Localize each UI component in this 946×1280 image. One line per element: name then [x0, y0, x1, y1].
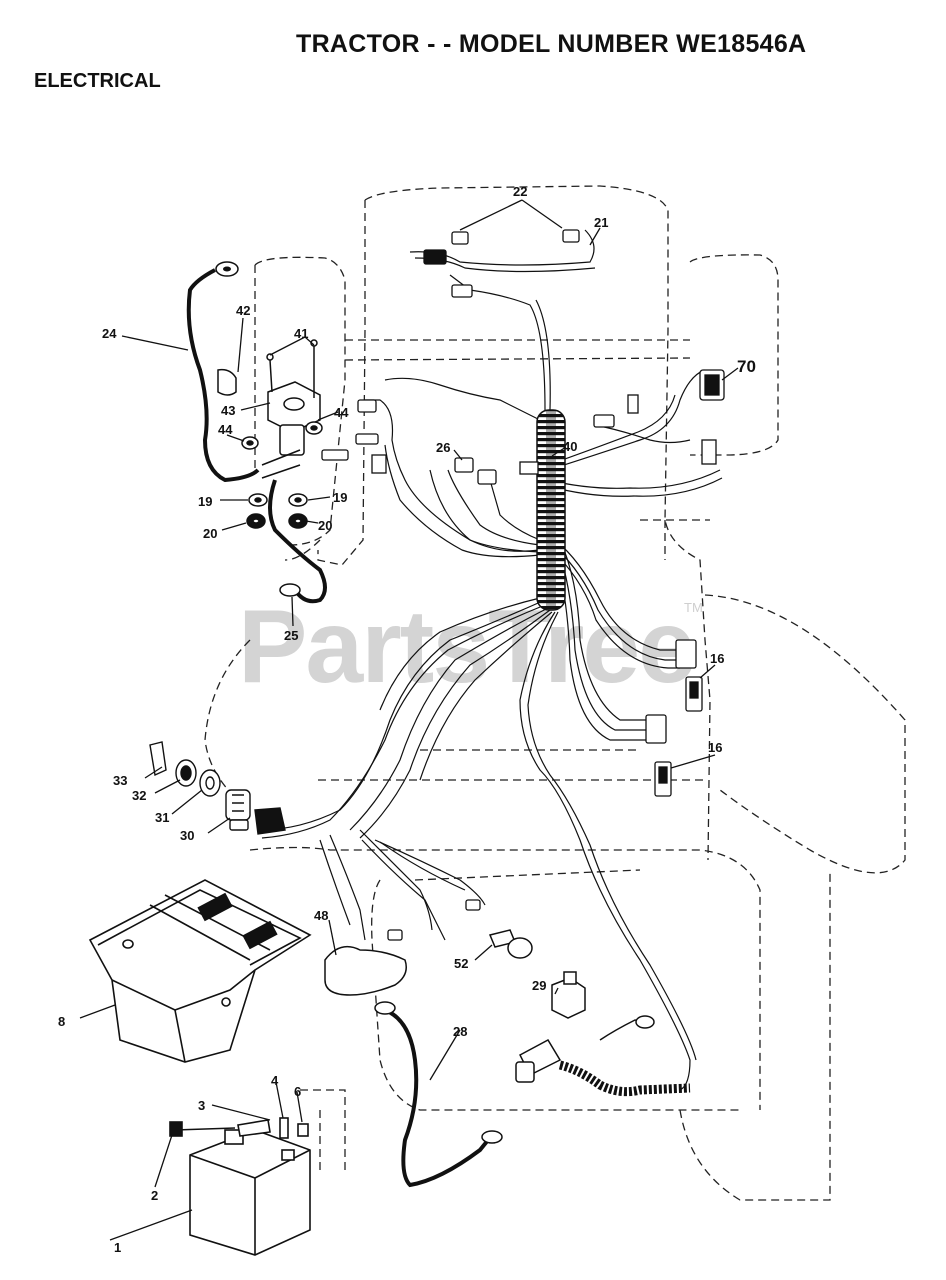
wiring-harness	[259, 229, 723, 1091]
harness-coil-shade	[546, 410, 556, 610]
callout-29: 29	[532, 978, 546, 993]
callout-40: 40	[563, 439, 577, 454]
connectors	[321, 229, 725, 941]
callout-19b: 19	[333, 490, 347, 505]
callout-43: 43	[221, 403, 235, 418]
callout-labels: 1 2 3 4 6 8 16 16 19 19 20 20 21 22 24 2…	[58, 184, 756, 1255]
cable-28	[374, 1001, 503, 1188]
callout-6: 6	[294, 1084, 301, 1099]
leader-lines	[79, 199, 739, 1241]
harness-coil-40	[536, 409, 566, 611]
callout-20a: 20	[203, 526, 217, 541]
ground-cable-24	[186, 261, 260, 483]
callout-28: 28	[453, 1024, 467, 1039]
tractor-outline	[204, 185, 906, 1201]
callout-22: 22	[513, 184, 527, 199]
callout-31: 31	[155, 810, 169, 825]
watermark: PartsTree	[238, 589, 696, 705]
callout-33: 33	[113, 773, 127, 788]
misc-parts	[324, 929, 655, 1083]
callout-19a: 19	[198, 494, 212, 509]
callout-44b: 44	[334, 405, 349, 420]
callout-2: 2	[151, 1188, 158, 1203]
section-title: ELECTRICAL	[34, 70, 161, 92]
callout-44a: 44	[218, 422, 233, 437]
callout-26: 26	[436, 440, 450, 455]
callout-32: 32	[132, 788, 146, 803]
battery-1	[169, 1117, 311, 1256]
callout-24: 24	[102, 326, 117, 341]
coil-cord	[558, 1060, 691, 1097]
cable-25	[268, 479, 327, 604]
callout-52: 52	[454, 956, 468, 971]
callout-48: 48	[314, 908, 328, 923]
callout-30: 30	[180, 828, 194, 843]
callout-3: 3	[198, 1098, 205, 1113]
callout-21: 21	[594, 215, 608, 230]
callout-4: 4	[271, 1073, 279, 1088]
page-title: TRACTOR - - MODEL NUMBER WE18546A	[296, 30, 807, 58]
callout-16b: 16	[708, 740, 722, 755]
solenoid-assembly	[217, 339, 323, 529]
callout-70: 70	[737, 357, 756, 376]
battery-box-8	[88, 879, 312, 1063]
callout-16a: 16	[710, 651, 724, 666]
callout-20b: 20	[318, 518, 332, 533]
callout-42: 42	[236, 303, 250, 318]
watermark-tm: TM	[684, 600, 703, 615]
ignition-switch-assembly	[149, 741, 286, 835]
callout-1: 1	[114, 1240, 121, 1255]
callout-8: 8	[58, 1014, 65, 1029]
callout-25: 25	[284, 628, 298, 643]
callout-41: 41	[294, 326, 308, 341]
